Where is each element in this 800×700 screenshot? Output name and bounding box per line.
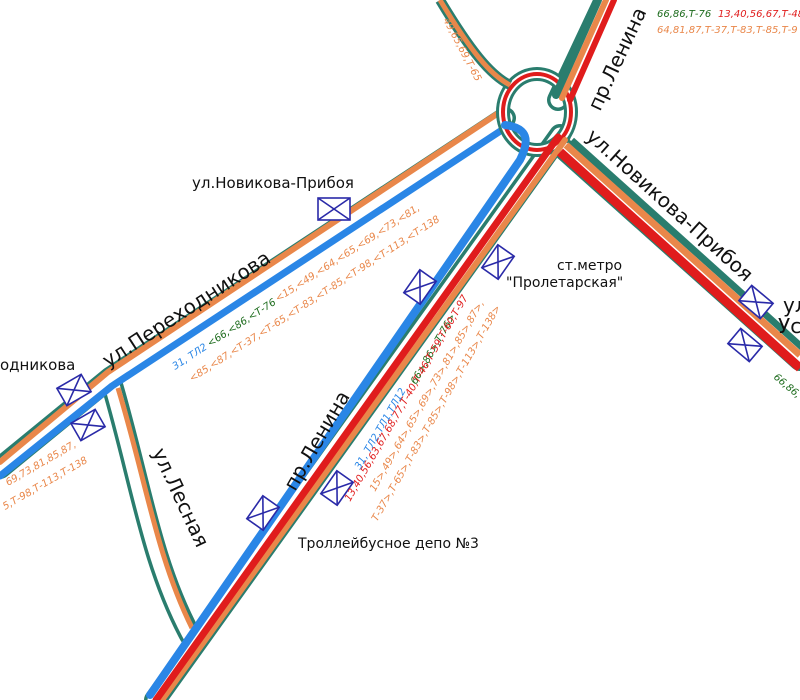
stop-box[interactable]: [317, 197, 351, 221]
novikova-bus-line: [563, 142, 800, 358]
street-right-cut-1: ул.: [783, 293, 800, 317]
street-right-cut-2: Ус: [778, 314, 800, 338]
routes-top-right-green: 66,86,Т-76: [657, 9, 711, 20]
lesnaya-bus-line: [115, 387, 195, 630]
street-perekhodnikova-left: одникова: [0, 356, 75, 374]
stop-box[interactable]: [402, 268, 438, 306]
stops: [55, 197, 775, 532]
novikova-lines: [556, 137, 800, 372]
stop-box[interactable]: [480, 243, 516, 281]
depot-label: Троллейбусное депо №3: [297, 536, 479, 552]
lenina-bus-line: [159, 137, 568, 700]
perekhodnikova-bus-line: [0, 109, 503, 465]
perekhodnikova-trolley-line: [0, 124, 509, 480]
routes-right-green: 66,86,: [771, 372, 800, 401]
lenina-north-lines: [552, 0, 617, 103]
lenina-lines: [146, 121, 568, 700]
metro-name: "Пролетарская": [506, 275, 623, 291]
stop-box[interactable]: [319, 469, 355, 507]
stop-box[interactable]: [55, 373, 93, 407]
metro-label: ст.метро: [557, 258, 622, 274]
routes-top-right-red: 13,40,56,67,Т-48: [718, 9, 800, 20]
lenina-trolley-line: [146, 121, 530, 699]
stop-box[interactable]: [737, 284, 775, 320]
lenina-tram-line: [152, 133, 562, 700]
stop-box[interactable]: [69, 408, 107, 442]
stop-box[interactable]: [726, 327, 764, 363]
novikova-tram-line: [556, 148, 800, 372]
perekhodnikova-lines: [0, 109, 509, 480]
roundabout: [496, 67, 578, 157]
stop-box[interactable]: [245, 494, 281, 532]
routes-top-right-orange: 64,81,87,Т-37,Т-83,Т-85,Т-9: [657, 25, 798, 36]
street-novikova-top: ул.Новикова-Прибоя: [192, 174, 354, 192]
